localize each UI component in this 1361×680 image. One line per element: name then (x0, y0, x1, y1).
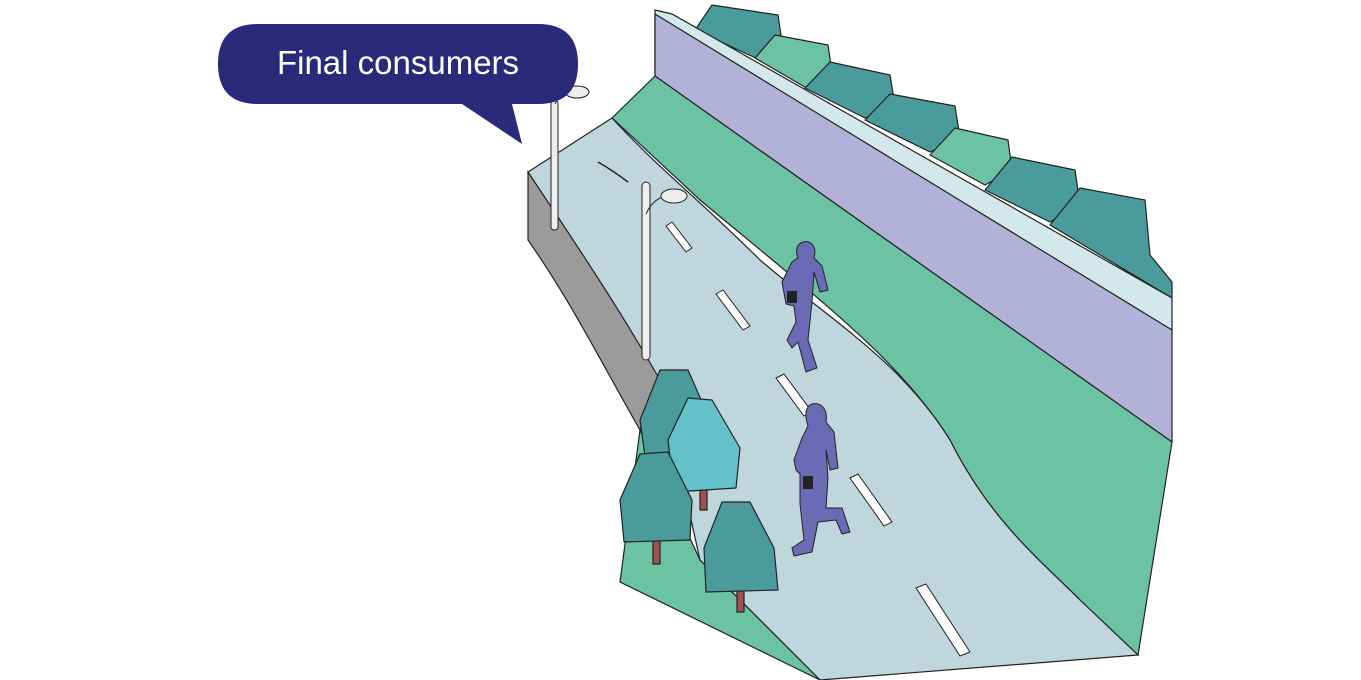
lane-markings (597, 161, 971, 657)
hedge-bush-icon (754, 34, 833, 91)
tree-icon (703, 501, 779, 613)
tree-icon (667, 397, 741, 511)
callout-label: Final consumers (277, 44, 519, 81)
wearable-device-icon (803, 476, 813, 489)
hedge-bush-icon (694, 4, 783, 61)
runner-icon (781, 241, 829, 373)
speech-bubble-icon: Final consumers (218, 24, 578, 144)
hedge-bush-icon (984, 156, 1081, 223)
lane-dash (849, 473, 893, 527)
lane-dash (597, 161, 629, 183)
runner-icon (791, 403, 851, 557)
hedge-bush-icon (804, 61, 896, 119)
hedge-bush-icon (929, 127, 1013, 186)
tree-icon (619, 451, 693, 565)
lane-dash (915, 583, 971, 657)
hedge-row (694, 4, 1173, 299)
wearable-device-icon (787, 291, 797, 303)
street-lamp-icon (641, 181, 688, 361)
road (527, 117, 1140, 680)
lane-dash (665, 221, 693, 253)
hedge-bush-icon (864, 93, 961, 153)
lane-dash (715, 289, 751, 331)
